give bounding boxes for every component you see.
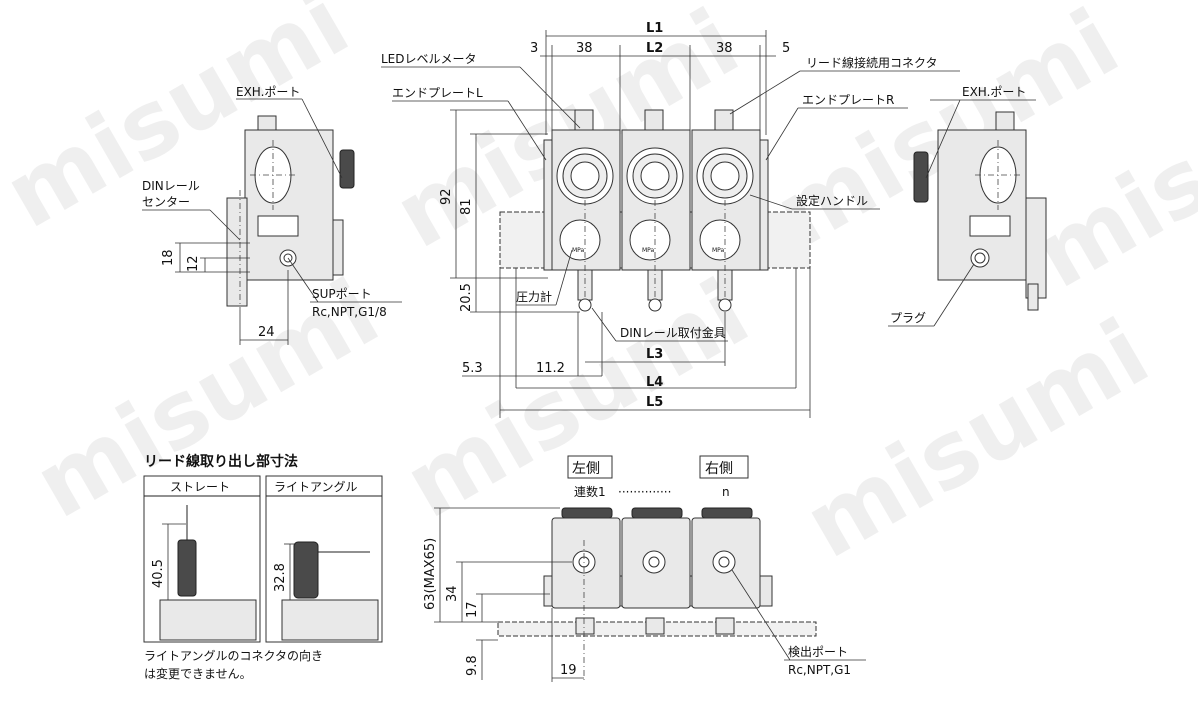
dim-18: 18 (161, 249, 176, 266)
dim-5: 5 (782, 41, 790, 56)
module-1-connector (575, 110, 593, 130)
dim-38-left: 38 (576, 41, 593, 56)
dim-L2: L2 (646, 41, 663, 56)
dim-9-8: 9.8 (465, 655, 480, 676)
module-3-connector (715, 110, 733, 130)
dim-81: 81 (459, 198, 474, 215)
lead-section-title: リード線取り出し部寸法 (144, 453, 298, 470)
watermark-text: misumi (788, 299, 1166, 579)
left-side-label: 左側 (572, 461, 600, 477)
count-dots: ·············· (618, 485, 671, 499)
dim-34: 34 (445, 585, 460, 602)
dim-92: 92 (439, 188, 454, 205)
led-meter-label: LEDレベルメータ (381, 52, 477, 66)
din-rail-label-2: センター (142, 195, 190, 209)
right-rail-clip (1026, 198, 1046, 298)
dim-L3: L3 (646, 347, 663, 362)
end-plate-l-label: エンドプレートL (392, 86, 483, 100)
right-top-fitting (996, 112, 1014, 130)
dim-24: 24 (258, 325, 275, 340)
din-bracket-label: DINレール取付金具 (620, 325, 726, 340)
dim-L4: L4 (646, 375, 663, 390)
sup-port-label-1: SUPポート (312, 287, 372, 301)
module-1: MPa (552, 110, 620, 300)
col-right-angle: ライトアングル (274, 480, 358, 494)
dim-12: 12 (186, 255, 201, 272)
detect-port-label-1: 検出ポート (788, 645, 848, 659)
lead-note-2: は変更できません。 (144, 666, 252, 681)
col-straight: ストレート (170, 480, 230, 494)
din-rail-label-1: DINレール (142, 179, 200, 193)
left-side-block (333, 220, 343, 275)
dim-63-max65: 63(MAX65) (423, 538, 438, 610)
left-rail-clip (227, 198, 247, 306)
count-label: 連数1 (574, 484, 606, 499)
end-plate-r (760, 140, 768, 270)
right-exh-port-label: EXH.ポート (962, 85, 1026, 99)
module-2-gauge (630, 220, 670, 260)
bottom-module-1 (552, 508, 620, 634)
module-2-connector (645, 110, 663, 130)
left-exh-port-label: EXH.ポート (236, 85, 300, 99)
lead-connector-label: リード線接続用コネクタ (806, 55, 938, 70)
left-top-fitting (258, 116, 276, 130)
dim-17: 17 (465, 601, 480, 618)
dim-3: 3 (530, 41, 538, 56)
straight-connector (178, 540, 196, 596)
detect-port-label-2: Rc,NPT,G1 (788, 663, 851, 677)
end-plate-l (544, 140, 552, 270)
module-2: MPa (622, 110, 690, 300)
dim-19: 19 (560, 663, 577, 678)
module-3-gauge (700, 220, 740, 260)
right-knob (914, 152, 928, 202)
dim-38-right: 38 (716, 41, 733, 56)
dim-L1: L1 (646, 21, 663, 36)
plug-label: プラグ (890, 311, 926, 325)
lead-section: リード線取り出し部寸法 ストレート ライトアングル 40.5 32.8 ライトア… (144, 453, 382, 681)
lead-note-1: ライトアングルのコネクタの向き (144, 648, 323, 663)
svg-text:MPa: MPa (572, 247, 585, 254)
end-plate-r-label: エンドプレートR (802, 93, 894, 107)
bottom-module-2 (622, 508, 690, 634)
dim-11-2: 11.2 (536, 361, 565, 376)
n-label: n (722, 485, 730, 499)
left-slot (258, 216, 298, 236)
setting-handle-label: 設定ハンドル (796, 193, 868, 208)
svg-text:MPa: MPa (642, 247, 655, 254)
sup-port-label-2: Rc,NPT,G1/8 (312, 305, 387, 319)
right-angle-connector (294, 542, 318, 598)
dim-32-8: 32.8 (273, 563, 288, 592)
module-1-gauge (560, 220, 600, 260)
dim-5-3: 5.3 (462, 361, 483, 376)
pressure-gauge-label: 圧力計 (516, 289, 552, 304)
bottom-module-3 (692, 508, 760, 634)
dim-40-5: 40.5 (151, 559, 166, 588)
left-knob (340, 150, 354, 188)
dim-L5: L5 (646, 395, 663, 410)
dim-20-5: 20.5 (459, 283, 474, 312)
svg-text:MPa: MPa (712, 247, 725, 254)
right-side-label: 右側 (705, 461, 733, 477)
